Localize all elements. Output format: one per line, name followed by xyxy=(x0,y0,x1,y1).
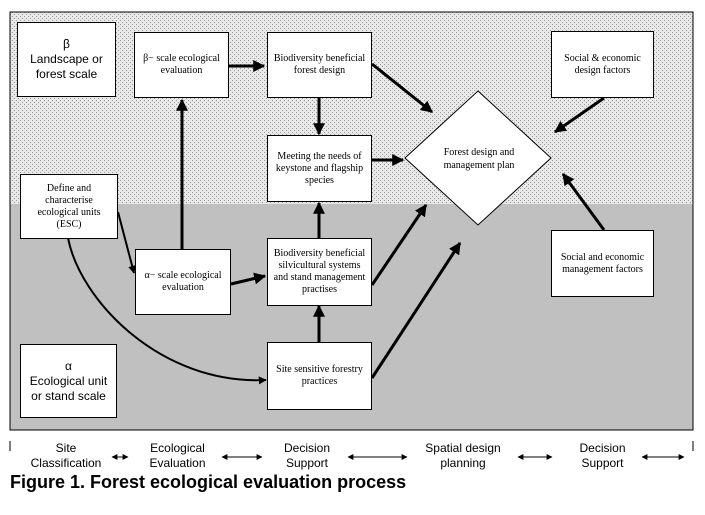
forest-plan-label: Forest design and management plan xyxy=(420,146,538,172)
stage-3-line1: Decision xyxy=(283,441,331,455)
esc-line4: (ESC) xyxy=(56,218,82,230)
social-management-line2: management factors xyxy=(562,263,643,275)
arrow-esc-curve-to-site xyxy=(67,237,267,385)
stage-site-classification: Site Classification xyxy=(18,441,114,471)
esc-line1: Define and xyxy=(46,182,92,194)
stage-spatial-design-planning: Spatial design planning xyxy=(405,441,521,471)
beta-scale-evaluation-box: β− scale ecological evaluation xyxy=(134,32,229,98)
alpha-eval-line1: α− scale ecological xyxy=(144,270,222,281)
arrow-esc-to-alpha-eval xyxy=(117,211,137,274)
stage-2-line2: Evaluation xyxy=(149,456,206,470)
stage-decision-support-2: Decision Support xyxy=(555,441,650,471)
landscape-scale-line1: Landscape or xyxy=(30,52,103,66)
stage-5-line1: Decision xyxy=(579,441,626,455)
stage-5-line2: Support xyxy=(581,456,624,470)
site-sensitive-line1: Site sensitive forestry xyxy=(276,364,363,375)
esc-line3: ecological units xyxy=(37,206,101,218)
beta-eval-line1: β− scale ecological xyxy=(143,53,220,64)
keystone-species-box: Meeting the needs of keystone and flagsh… xyxy=(267,135,372,202)
forest-plan-line2: management plan xyxy=(443,160,515,171)
alpha-symbol: α xyxy=(65,358,72,373)
silvicultural-systems-box: Biodiversity beneficial silvicultural sy… xyxy=(267,238,372,306)
silvicultural-line2: silvicultural systems xyxy=(278,260,361,271)
arrow-silvicultural-to-plan xyxy=(370,204,428,286)
stage-ecological-evaluation: Ecological Evaluation xyxy=(130,441,225,471)
beta-symbol: β xyxy=(63,37,70,51)
stand-scale-line2: or stand scale xyxy=(31,388,106,403)
stand-scale-line1: Ecological unit xyxy=(29,373,108,388)
keystone-line3: species xyxy=(305,174,334,186)
stage-2-line1: Ecological xyxy=(150,441,205,455)
arrow-design-to-plan xyxy=(371,62,433,114)
biodiversity-forest-design-box: Biodiversity beneficial forest design xyxy=(267,32,372,98)
arrow-social-management-to-plan xyxy=(561,173,606,231)
site-sensitive-practices-box: Site sensitive forestry practices xyxy=(267,342,372,410)
social-design-factors-box: Social & economic design factors xyxy=(551,31,654,98)
arrow-site-to-plan xyxy=(370,241,462,379)
stand-scale-box: α Ecological unit or stand scale xyxy=(20,344,117,418)
frame xyxy=(9,11,694,431)
stage-4-line2: planning xyxy=(440,456,486,470)
stage-4-line1: Spatial design xyxy=(425,441,501,455)
stage-1-line1: Site xyxy=(55,441,77,455)
forest-plan-line1: Forest design and xyxy=(443,147,515,158)
stage-1-line2: Classification xyxy=(30,456,102,470)
landscape-scale-line2: forest scale xyxy=(35,67,98,81)
design-line1: Biodiversity beneficial xyxy=(273,53,366,64)
stage-3-line2: Support xyxy=(285,456,329,470)
forest-plan-diamond xyxy=(404,90,552,226)
landscape-scale-box: β Landscape or forest scale xyxy=(17,22,116,97)
stage-decision-support-1: Decision Support xyxy=(262,441,352,471)
social-management-factors-box: Social and economic management factors xyxy=(551,230,654,297)
arrow-social-design-to-plan xyxy=(554,96,605,134)
design-line2: forest design xyxy=(293,65,346,76)
beta-eval-line2: evaluation xyxy=(160,65,203,76)
keystone-line1: Meeting the needs of xyxy=(277,150,362,162)
esc-line2: characterise xyxy=(45,194,93,206)
social-management-line1: Social and economic xyxy=(560,251,645,263)
social-design-line1: Social & economic xyxy=(564,52,641,64)
ecological-units-box: Define and characterise ecological units… xyxy=(20,174,118,239)
silvicultural-line3: and stand management xyxy=(273,272,366,283)
site-sensitive-line2: practices xyxy=(301,376,338,387)
keystone-line2: keystone and flagship xyxy=(275,162,364,174)
silvicultural-line1: Biodiversity beneficial xyxy=(273,248,366,259)
arrow-alpha-eval-to-silvicultural xyxy=(230,272,267,286)
social-design-line2: design factors xyxy=(574,64,631,76)
alpha-eval-line2: evaluation xyxy=(162,282,204,293)
figure-caption: Figure 1. Forest ecological evaluation p… xyxy=(10,472,407,492)
alpha-scale-evaluation-box: α− scale ecological evaluation xyxy=(135,249,231,315)
silvicultural-line4: practises xyxy=(302,284,337,295)
